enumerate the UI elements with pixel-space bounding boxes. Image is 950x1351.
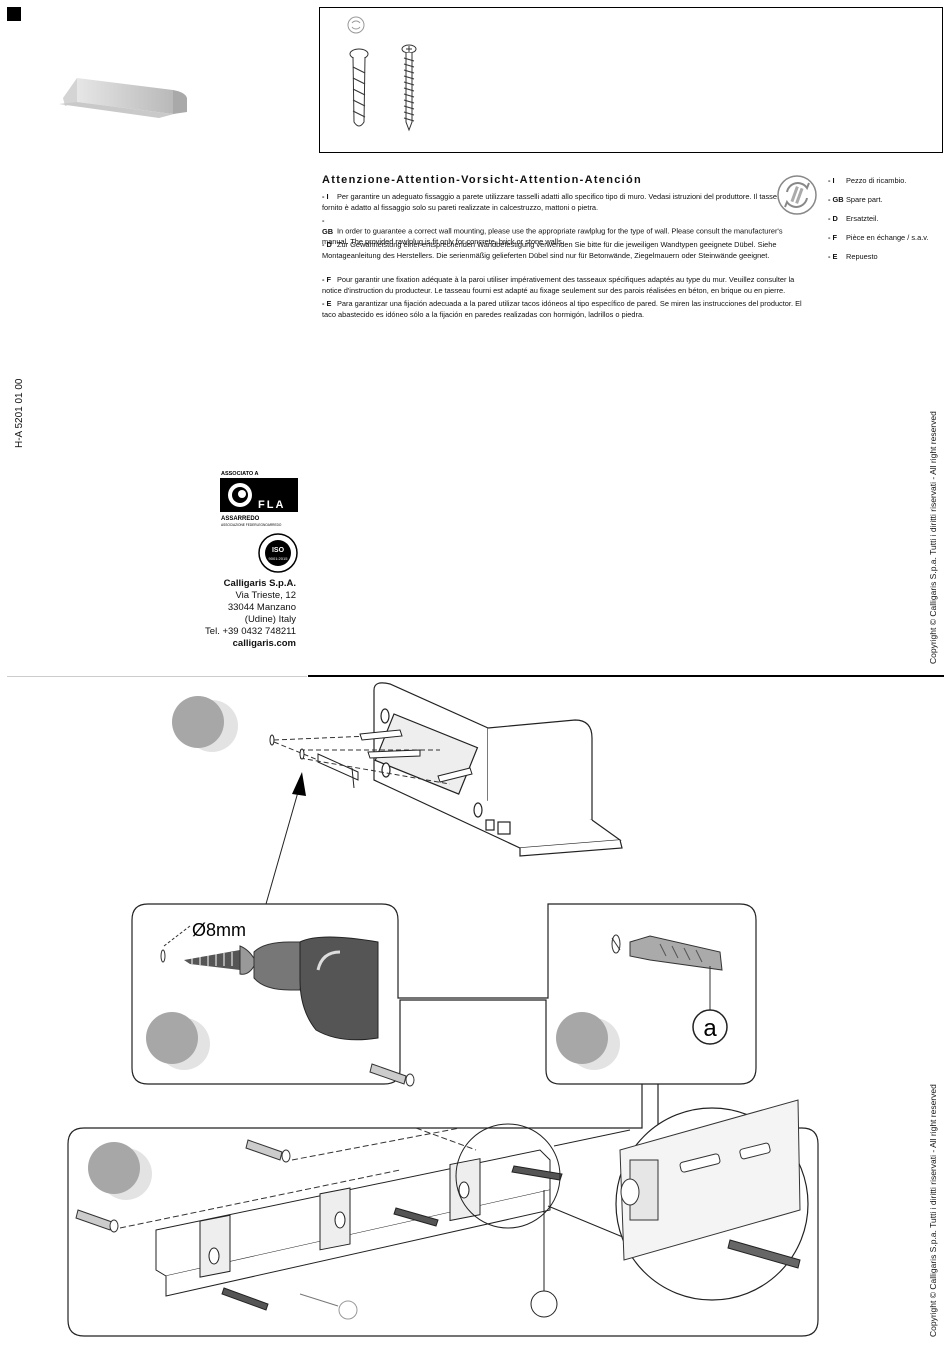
step-marker-2 (146, 1012, 210, 1070)
screw (401, 44, 417, 132)
warning-text: Para garantizar una fijación adecuada a … (322, 299, 802, 319)
rail-screws (221, 1165, 563, 1311)
drill-size-label: Ø8mm (192, 920, 246, 940)
rawlplug (349, 48, 369, 127)
copyright-top: Copyright © Calligaris S.p.a. Tutti i di… (928, 411, 938, 664)
spare-part-icon (299, 1293, 358, 1320)
spare-code: - F (828, 233, 838, 242)
hardware-box (319, 7, 943, 153)
rawlplug-insert: a (611, 934, 728, 1045)
separator-left (7, 676, 307, 677)
fla-sub2: ASSOCIAZIONE FEDERLEGNOARREDO (221, 523, 282, 527)
fla-logo: ASSOCIATO A FLA ASSARREDO ASSOCIAZIONE F… (220, 471, 298, 527)
screws-top (269, 729, 473, 783)
spare-code: - I (828, 176, 835, 185)
separator-right (308, 675, 944, 677)
spare-item-de: - D Ersatzteil. (828, 214, 878, 223)
spare-code: - E (828, 252, 838, 261)
mounted-shelf (373, 682, 623, 857)
spare-item-es: - E Repuesto (828, 252, 878, 261)
warning-code: - GB (322, 216, 334, 236)
warning-title: Attenzione-Attention-Vorsicht-Attention-… (322, 174, 643, 186)
warning-code: - D (322, 240, 332, 249)
company-name: Calligaris S.p.A. (223, 578, 296, 589)
spare-text: Ersatzteil. (846, 214, 879, 223)
company-region: (Udine) Italy (244, 614, 296, 625)
spare-code: - D (828, 214, 838, 223)
iso-badge: ISO 9001:2015 (258, 533, 298, 573)
step-marker-1 (172, 696, 238, 752)
warning-text: In order to guarantee a correct wall mou… (322, 226, 783, 247)
drill-tool (160, 925, 379, 1041)
spare-part-icon (777, 175, 817, 215)
fla-top: ASSOCIATO A (221, 471, 259, 477)
fla-sub: ASSARREDO (221, 516, 260, 522)
spare-text: Spare part. (846, 195, 883, 204)
spare-text: Pezzo di ricambio. (846, 176, 907, 185)
step-marker-4 (88, 1142, 152, 1200)
spare-item-it: - I Pezzo di ricambio. (828, 176, 906, 185)
shelf-illustration (59, 78, 189, 118)
company-address: Calligaris S.p.A. Via Trieste, 12 33044 … (205, 578, 296, 650)
warning-text: Pour garantir une fixation adéquate à la… (322, 275, 795, 295)
warning-code: - E (322, 299, 332, 308)
document-code: H-A 5201 01 00 (14, 378, 25, 449)
step-marker-3 (556, 1012, 620, 1070)
spare-code: - GB (828, 195, 844, 204)
corner-marker (7, 7, 21, 21)
company-city: 33044 Manzano (227, 602, 296, 613)
company-street: Via Trieste, 12 (235, 590, 296, 601)
warning-code: - F (322, 275, 332, 284)
company-tel: Tel. +39 0432 748211 (205, 626, 296, 637)
spare-text: Pièce en échange / s.a.v. (846, 233, 929, 242)
part-label: a (703, 1015, 717, 1042)
warning-text: Per garantire un adeguato fissaggio a pa… (322, 192, 785, 212)
warning-code: - I (322, 192, 329, 201)
warning-text: Zur Gewährleistung einer entsprechenden … (322, 240, 777, 260)
spare-text: Repuesto (846, 252, 878, 261)
iso-code: 9001:2015 (269, 556, 289, 561)
spare-part-icon (347, 16, 365, 34)
fla-name: FLA (258, 499, 285, 511)
assembly-illustration: Ø8mm a (67, 682, 819, 1337)
bottom-frame (67, 1084, 819, 1337)
pointer-arrow (265, 772, 306, 905)
company-web: calligaris.com (232, 638, 296, 649)
rail-dash-lines (119, 1127, 477, 1229)
iso-name: ISO (272, 547, 285, 554)
bracket-small (317, 753, 359, 789)
mounting-rail (155, 1149, 551, 1297)
rail-plugs (75, 1063, 415, 1233)
hardware-parts (347, 16, 417, 132)
spare-item-fr: - F Pièce en échange / s.a.v. (828, 233, 928, 242)
zoom-detail (455, 1099, 809, 1301)
callout-circle (530, 1290, 558, 1318)
